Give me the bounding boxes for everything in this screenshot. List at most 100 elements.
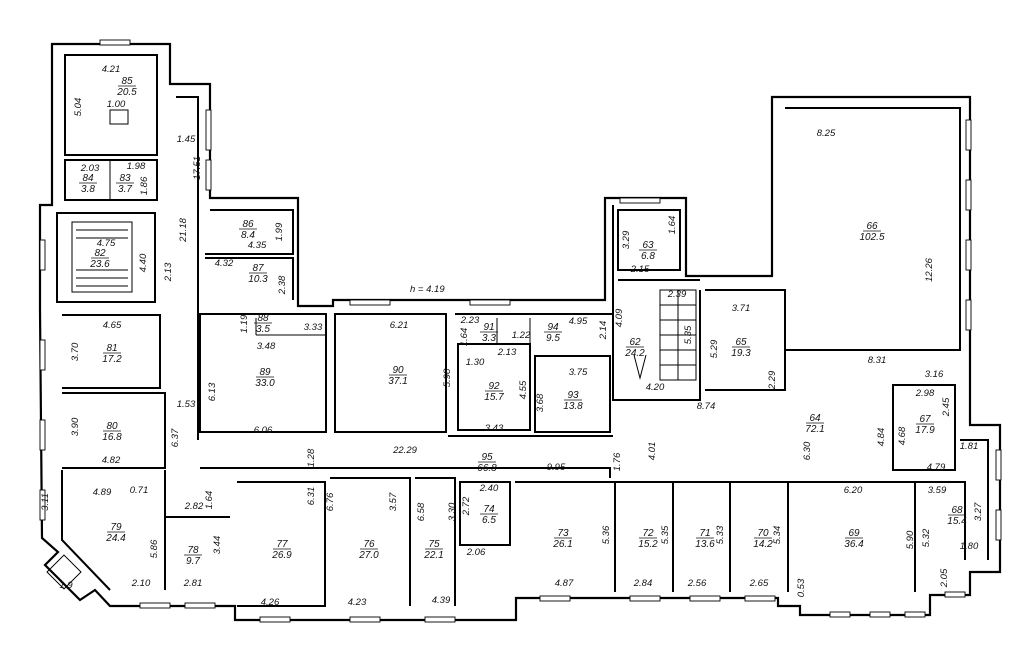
dimension-label: 4.32 xyxy=(215,258,234,269)
room-area: 3.3 xyxy=(482,333,496,344)
dimension-label: 3.75 xyxy=(569,367,588,378)
room-area: 19.3 xyxy=(731,348,751,359)
room-area: 15.7 xyxy=(484,392,504,403)
dimension-label: 4.09 xyxy=(614,308,625,327)
room-number: 76 xyxy=(363,539,375,550)
dimension-label: 1.45 xyxy=(177,134,196,145)
dimension-label: 2.39 xyxy=(667,289,687,300)
room-number: 91 xyxy=(483,322,494,333)
dimension-label: 2.14 xyxy=(598,321,609,341)
room-number: 81 xyxy=(106,343,117,354)
dimension-label: 0.53 xyxy=(796,578,807,597)
dimension-label: 2.81 xyxy=(183,578,203,589)
room-area: 9.5 xyxy=(546,333,560,344)
dimension-label: 4.35 xyxy=(248,240,267,251)
room-label-63: 636.8 xyxy=(639,240,657,262)
dimension-label: 2.06 xyxy=(466,547,486,558)
dimension-label: 2.38 xyxy=(277,275,288,295)
room-number: 72 xyxy=(642,528,654,539)
dimension-label: 4.87 xyxy=(555,578,574,589)
room-number: 92 xyxy=(488,381,500,392)
room-area: 27.0 xyxy=(358,550,379,561)
dimension-label: 1.99 xyxy=(274,222,285,241)
dimension-label: 2.72 xyxy=(461,496,472,516)
room-area: 13.6 xyxy=(695,539,715,550)
room-area: 17.9 xyxy=(915,425,935,436)
dimension-label: 5.29 xyxy=(709,339,720,358)
room-number: 94 xyxy=(547,322,559,333)
dimension-label: 17.51 xyxy=(192,156,203,180)
room-area: 33.0 xyxy=(255,378,275,389)
outer-wall xyxy=(38,42,1002,622)
room-area: 23.6 xyxy=(89,259,110,270)
dimension-label: 4.01 xyxy=(647,442,658,461)
dimension-label: 1.64 xyxy=(459,328,470,347)
room-area: 24.4 xyxy=(105,533,126,544)
dimension-label: 1.9 xyxy=(59,580,73,591)
room-area: 3.7 xyxy=(118,184,132,195)
room-number: 90 xyxy=(392,365,404,376)
dimension-label: 2.05 xyxy=(939,568,950,588)
dimension-label: 4.79 xyxy=(927,462,946,473)
dimension-label: 3.33 xyxy=(304,322,323,333)
dimension-label: 1.30 xyxy=(466,357,485,368)
dimension-label: 1.64 xyxy=(204,491,215,510)
dimension-label: 4.82 xyxy=(102,455,121,466)
dimension-label: 6.13 xyxy=(207,382,218,401)
room-label-86: 868.4 xyxy=(239,219,257,241)
dimension-label: 2.29 xyxy=(767,370,778,390)
dimension-label: 2.03 xyxy=(80,163,100,174)
room-area: 6.5 xyxy=(482,515,496,526)
room-number: 89 xyxy=(259,367,271,378)
dimension-label: 1.53 xyxy=(177,399,196,410)
inner-walls xyxy=(56,54,989,607)
dimension-label: 5.35 xyxy=(683,325,694,344)
dimension-label: 4.95 xyxy=(569,316,588,327)
dimension-label: 2.23 xyxy=(460,315,480,326)
room-number: 67 xyxy=(919,414,931,425)
dimension-label: 5.04 xyxy=(73,98,84,117)
fixture-box xyxy=(109,109,129,125)
room-number: 62 xyxy=(629,337,641,348)
room-area: 72.1 xyxy=(805,424,824,435)
dimension-label: 6.37 xyxy=(170,428,181,447)
dimension-label: 3.57 xyxy=(388,492,399,511)
room-number: 85 xyxy=(121,76,133,87)
dimension-label: 6.20 xyxy=(844,485,863,496)
room-area: 3.5 xyxy=(256,324,270,335)
room-label-84: 843.8 xyxy=(79,173,97,195)
dimension-label: 6.31 xyxy=(306,487,317,506)
dimension-label: 1.86 xyxy=(139,176,150,195)
room-area: 26.9 xyxy=(271,550,292,561)
dimension-label: 5.35 xyxy=(660,525,671,544)
dimension-label: 2.13 xyxy=(163,262,174,282)
dimension-label: 8.25 xyxy=(817,128,836,139)
dimension-label: 12.26 xyxy=(924,257,935,281)
room-number: 83 xyxy=(119,173,131,184)
ceiling-height-note: h = 4.19 xyxy=(410,284,445,295)
staircase-center xyxy=(633,289,697,381)
room-number: 77 xyxy=(276,539,288,550)
dimension-label: 4.39 xyxy=(432,595,451,606)
room-number: 65 xyxy=(735,337,747,348)
room-area: 66.8 xyxy=(477,463,497,474)
dimension-label: 1.00 xyxy=(107,99,126,110)
corner-bay xyxy=(46,554,82,590)
dimension-label: 4.68 xyxy=(897,426,908,445)
room-number: 78 xyxy=(187,545,199,556)
dimension-label: 3.70 xyxy=(70,342,81,361)
room-label-88: 883.5 xyxy=(254,313,272,335)
dimension-label: 4.89 xyxy=(93,487,112,498)
dimension-label: 3.90 xyxy=(70,417,81,436)
